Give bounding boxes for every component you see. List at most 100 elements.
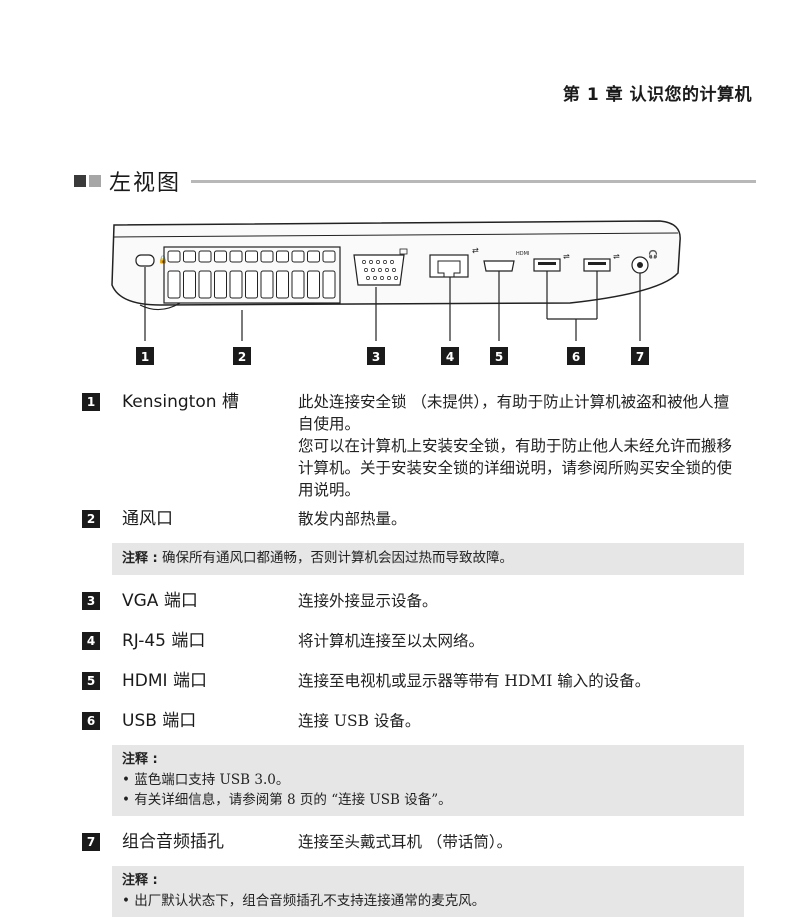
- note-label: 注释 :: [122, 873, 158, 888]
- item-number: 7: [82, 833, 100, 851]
- callout-1: 1: [141, 350, 149, 364]
- vent-slot: [167, 250, 181, 263]
- item-name: 通风口: [122, 509, 173, 529]
- vga-pin: [373, 276, 377, 280]
- callout-lines: [144, 267, 641, 341]
- note-box-audio: 注释 : 出厂默认状态下，组合音频插孔不支持连接通常的麦克风。: [112, 866, 744, 917]
- item-name: USB 端口: [122, 711, 197, 731]
- item-description: 连接 USB 设备。: [298, 712, 421, 730]
- vent-slot: [276, 270, 289, 299]
- component-row-usb: 6 USB 端口 连接 USB 设备。: [82, 707, 744, 735]
- vent-slot: [307, 270, 320, 299]
- note-bullet: 蓝色端口支持 USB 3.0。: [122, 770, 734, 790]
- rj45-port-shape: [429, 254, 469, 278]
- item-number: 4: [82, 632, 100, 650]
- usb-icon-1: ⇌: [563, 252, 570, 261]
- monitor-icon: [399, 248, 408, 255]
- vga-port-shape: [353, 254, 405, 286]
- desc-paragraph: 此处连接安全锁 （未提供），有助于防止计算机被盗和被他人擅自使用。: [298, 393, 730, 433]
- component-row-audio: 7 组合音频插孔 连接至头戴式耳机 （带话筒）。: [82, 828, 744, 856]
- vga-pin: [362, 260, 366, 264]
- vent-slot: [260, 270, 274, 299]
- vent-slot: [214, 270, 227, 299]
- callout-2: 2: [238, 350, 246, 364]
- item-number: 1: [82, 393, 100, 411]
- vga-pin: [390, 260, 394, 264]
- laptop-lid-line: [113, 232, 679, 238]
- item-name: RJ-45 端口: [122, 631, 206, 651]
- vent-slot: [245, 250, 258, 263]
- laptop-left-side-diagram: 🔒 ⇄ HDMI ⇌ ⇌ 🎧 1 2 3 4: [111, 220, 681, 365]
- note-label: 注释 :: [122, 551, 158, 566]
- component-list: 1 Kensington 槽 此处连接安全锁 （未提供），有助于防止计算机被盗和…: [82, 388, 744, 917]
- vent-slot: [260, 250, 274, 263]
- note-bullet: 出厂默认状态下，组合音频插孔不支持连接通常的麦克风。: [122, 891, 734, 911]
- component-row-vga: 3 VGA 端口 连接外接显示设备。: [82, 587, 744, 615]
- lock-icon: 🔒: [158, 255, 168, 264]
- item-description: 散发内部热量。: [298, 510, 407, 528]
- item-description: 此处连接安全锁 （未提供），有助于防止计算机被盗和被他人擅自使用。 您可以在计算…: [298, 388, 744, 501]
- vent-slot: [229, 270, 243, 299]
- note-label: 注释 :: [122, 752, 158, 767]
- vent-slot: [198, 270, 212, 299]
- vga-pin: [364, 268, 368, 272]
- hdmi-port-shape: [483, 260, 515, 272]
- callout-4: 4: [446, 350, 454, 364]
- laptop-foot: [139, 302, 181, 311]
- vent-slot: [183, 270, 196, 299]
- vga-pin: [376, 260, 380, 264]
- note-text: 确保所有通风口都通畅，否则计算机会因过热而导致故障。: [162, 550, 514, 566]
- item-number: 6: [82, 712, 100, 730]
- vent-slot: [291, 270, 305, 299]
- vent-slot: [322, 250, 336, 263]
- note-box-usb: 注释 : 蓝色端口支持 USB 3.0。 有关详细信息，请参阅第 8 页的 “连…: [112, 745, 744, 816]
- vent-slot: [229, 250, 243, 263]
- component-row-vent: 2 通风口 散发内部热量。: [82, 505, 744, 533]
- vga-pin: [369, 260, 373, 264]
- vent-slot: [167, 270, 181, 299]
- vent-slot: [322, 270, 336, 299]
- vent-slot: [276, 250, 289, 263]
- callout-6: 6: [572, 350, 580, 364]
- vent-slot: [245, 270, 258, 299]
- vent-slot: [291, 250, 305, 263]
- item-description: 连接至电视机或显示器等带有 HDMI 输入的设备。: [298, 672, 651, 690]
- note-box-vent: 注释 : 确保所有通风口都通畅，否则计算机会因过热而导致故障。: [112, 543, 744, 575]
- item-name: 组合音频插孔: [122, 832, 224, 852]
- vent-slot: [307, 250, 320, 263]
- item-number: 5: [82, 672, 100, 690]
- vent-frame: [163, 246, 341, 304]
- usb-icon-2: ⇌: [613, 252, 620, 261]
- item-description: 连接至头戴式耳机 （带话筒）。: [298, 833, 513, 851]
- item-name: VGA 端口: [122, 591, 198, 611]
- section-title: 左视图: [109, 171, 182, 196]
- vga-pin: [371, 268, 375, 272]
- kensington-slot-shape: [135, 254, 155, 267]
- vga-pin: [378, 268, 382, 272]
- hdmi-label: HDMI: [516, 251, 529, 257]
- callout-3: 3: [372, 350, 380, 364]
- section-heading: 左视图: [74, 166, 756, 196]
- item-number: 3: [82, 592, 100, 610]
- item-name: Kensington 槽: [122, 392, 239, 412]
- vga-pin: [385, 268, 389, 272]
- vent-slot: [214, 250, 227, 263]
- note-bullet: 有关详细信息，请参阅第 8 页的 “连接 USB 设备”。: [122, 790, 734, 810]
- headset-icon: 🎧: [648, 249, 658, 259]
- component-row-hdmi: 5 HDMI 端口 连接至电视机或显示器等带有 HDMI 输入的设备。: [82, 667, 744, 695]
- item-number: 2: [82, 510, 100, 528]
- chapter-header: 第 1 章 认识您的计算机: [562, 85, 752, 105]
- vga-pin: [387, 276, 391, 280]
- desc-paragraph: 您可以在计算机上安装安全锁，有助于防止他人未经允许而搬移计算机。关于安装安全锁的…: [298, 437, 733, 499]
- heading-square-dark: [74, 175, 86, 187]
- vent-slot: [183, 250, 196, 263]
- item-name: HDMI 端口: [122, 671, 207, 691]
- callout-7: 7: [636, 350, 644, 364]
- heading-rule: [191, 179, 756, 183]
- vga-pin: [392, 268, 396, 272]
- vga-pin: [394, 276, 398, 280]
- item-description: 将计算机连接至以太网络。: [298, 632, 485, 650]
- callout-5: 5: [495, 350, 503, 364]
- vga-pin: [383, 260, 387, 264]
- vga-pins: [362, 260, 398, 280]
